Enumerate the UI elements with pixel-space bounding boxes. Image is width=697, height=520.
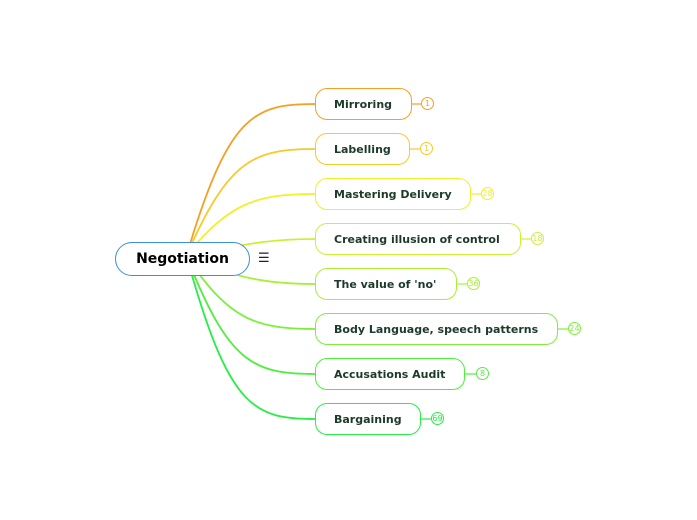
branch-count-badge[interactable]: 28 xyxy=(481,187,494,200)
branch-node-mirroring[interactable]: Mirroring xyxy=(315,88,412,120)
connector-line xyxy=(189,260,316,330)
connector-line xyxy=(189,264,316,375)
branch-node-label: Mastering Delivery xyxy=(334,187,452,201)
root-node-label: Negotiation xyxy=(136,251,229,267)
branch-node-label: Creating illusion of control xyxy=(334,232,500,246)
branch-node-label: Mirroring xyxy=(334,97,393,111)
connector-line xyxy=(189,103,316,245)
branch-node-label: Bargaining xyxy=(334,412,402,426)
branch-node-bargaining[interactable]: Bargaining xyxy=(315,403,421,435)
branch-count-badge[interactable]: 18 xyxy=(531,232,544,245)
branch-node-label: Accusations Audit xyxy=(334,367,446,381)
connector-line xyxy=(189,193,316,252)
branch-count-badge[interactable]: 24 xyxy=(568,322,581,335)
branch-node-creating-illusion-of-control[interactable]: Creating illusion of control xyxy=(315,223,521,255)
root-node[interactable]: Negotiation xyxy=(115,242,250,276)
menu-icon[interactable]: ☰ xyxy=(258,251,270,266)
branch-count-badge[interactable]: 1 xyxy=(421,97,434,110)
branch-node-labelling[interactable]: Labelling xyxy=(315,133,410,165)
branch-node-label: Body Language, speech patterns xyxy=(334,322,539,336)
branch-count-badge[interactable]: 69 xyxy=(431,412,444,425)
branch-node-value-of-no[interactable]: The value of 'no' xyxy=(315,268,457,300)
branch-node-label: Labelling xyxy=(334,142,391,156)
branch-node-mastering-delivery[interactable]: Mastering Delivery xyxy=(315,178,471,210)
branch-count-badge[interactable]: 8 xyxy=(476,367,489,380)
branch-node-body-language[interactable]: Body Language, speech patterns xyxy=(315,313,558,345)
branch-count-badge[interactable]: 1 xyxy=(420,142,433,155)
connector-line xyxy=(189,148,316,248)
branch-count-badge[interactable]: 36 xyxy=(467,277,480,290)
connector-line xyxy=(189,268,316,420)
branch-node-accusations-audit[interactable]: Accusations Audit xyxy=(315,358,465,390)
branch-node-label: The value of 'no' xyxy=(334,277,437,291)
